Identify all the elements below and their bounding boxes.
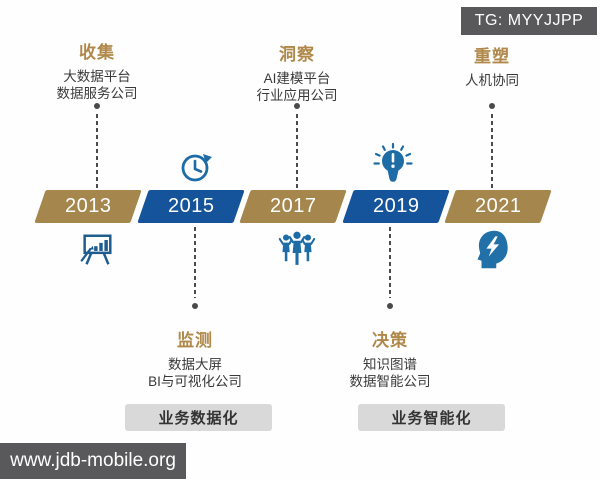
milestone-line: BI与可视化公司 bbox=[148, 374, 242, 389]
year-label: 2017 bbox=[269, 195, 317, 217]
connector-dash bbox=[96, 114, 98, 189]
milestone-title: 重塑 bbox=[474, 47, 510, 66]
connector-bottom-2015 bbox=[191, 227, 199, 309]
year-label: 2015 bbox=[167, 195, 214, 217]
milestone-line: 知识图谱 bbox=[363, 357, 417, 372]
watermark-badge-top: TG: MYYJJPP bbox=[461, 7, 597, 35]
year-label: 2019 bbox=[372, 195, 419, 217]
connector-dot bbox=[294, 103, 300, 109]
timeline-bar-2019: 2019 bbox=[342, 190, 450, 223]
watermark-badge-bottom: www.jdb-mobile.org bbox=[0, 443, 186, 479]
connector-dot bbox=[387, 303, 393, 309]
timeline-bar-2017: 2017 bbox=[239, 190, 347, 223]
milestone-line: 数据大屏 bbox=[168, 357, 222, 372]
presentation-chart-icon bbox=[80, 234, 112, 265]
ai-head-icon bbox=[477, 230, 508, 269]
milestone-title: 收集 bbox=[79, 43, 115, 62]
connector-top-2013 bbox=[93, 103, 101, 189]
milestone-label-2013: 收集 大数据平台 数据服务公司 bbox=[7, 38, 187, 102]
connector-dash bbox=[491, 114, 493, 189]
timeline-bar-2015: 2015 bbox=[136, 190, 244, 223]
connector-top-2017 bbox=[293, 103, 301, 189]
milestone-line: AI建模平台 bbox=[263, 71, 331, 86]
milestone-label-2021: 重塑 人机协同 bbox=[402, 42, 582, 89]
connector-dot bbox=[489, 103, 495, 109]
milestone-line: 行业应用公司 bbox=[256, 88, 338, 103]
connector-bottom-2019 bbox=[386, 227, 394, 309]
milestone-line: 数据服务公司 bbox=[56, 86, 138, 101]
milestone-title: 监测 bbox=[177, 331, 213, 350]
phase-label-datafication: 业务数据化 bbox=[125, 404, 272, 431]
milestone-title: 洞察 bbox=[279, 45, 315, 64]
phase-label-intelligence: 业务智能化 bbox=[358, 404, 505, 431]
connector-dot bbox=[94, 103, 100, 109]
team-icon bbox=[278, 231, 316, 265]
connector-top-2021 bbox=[488, 103, 496, 189]
timeline-bars: 2013 2015 2017 2019 2021 bbox=[34, 190, 552, 223]
milestone-line: 人机协同 bbox=[465, 73, 519, 88]
milestone-line: 数据智能公司 bbox=[349, 374, 431, 389]
year-label: 2021 bbox=[474, 195, 522, 217]
timeline-bar-2021: 2021 bbox=[444, 190, 552, 223]
alert-bulb-icon bbox=[373, 142, 413, 182]
connector-dash bbox=[194, 227, 196, 298]
connector-dash bbox=[389, 227, 391, 298]
milestone-label-2019: 决策 知识图谱 数据智能公司 bbox=[300, 326, 480, 390]
timeline-bar-2013: 2013 bbox=[34, 190, 142, 223]
year-label: 2013 bbox=[64, 195, 112, 217]
connector-dash bbox=[296, 114, 298, 189]
milestone-label-2015: 监测 数据大屏 BI与可视化公司 bbox=[105, 326, 285, 390]
milestone-line: 大数据平台 bbox=[63, 69, 131, 84]
milestone-label-2017: 洞察 AI建模平台 行业应用公司 bbox=[207, 40, 387, 104]
milestone-title: 决策 bbox=[372, 331, 408, 350]
connector-dot bbox=[192, 303, 198, 309]
history-clock-icon bbox=[181, 154, 212, 182]
